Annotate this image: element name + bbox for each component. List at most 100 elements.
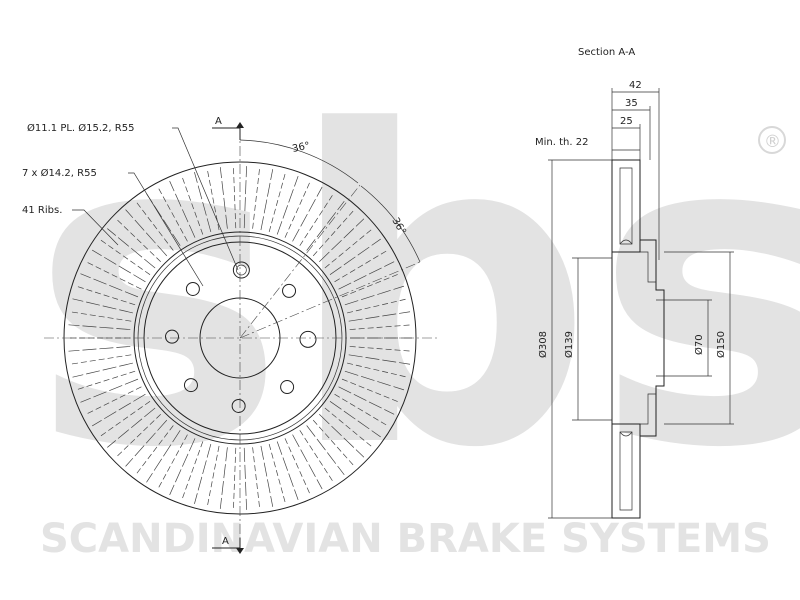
section-title: Section A-A (578, 47, 635, 58)
bolt-hole (231, 398, 246, 413)
rib-line (344, 370, 405, 391)
bolt-hole (282, 283, 297, 298)
rib-line (284, 438, 311, 496)
rib-line (219, 447, 228, 509)
dim-width-total: 42 (629, 80, 642, 91)
dim-width-mid: 35 (625, 98, 638, 109)
front-view: 36° 36° A A Ø11.1 PL. Ø15.2, R55 7 x Ø14… (22, 116, 440, 554)
rib-line (69, 311, 132, 322)
section-marker-bottom: A (222, 536, 229, 547)
rib-line (219, 167, 228, 229)
rib-line (135, 425, 174, 476)
rib-line (284, 180, 311, 238)
rib-line (72, 298, 133, 314)
bolt-hole (183, 378, 198, 393)
bolt-hole (165, 329, 180, 344)
rib-line (292, 434, 323, 490)
rib-line (125, 419, 168, 467)
rib-line (115, 218, 161, 262)
rib-line (334, 393, 389, 427)
bolt-hole (185, 281, 200, 296)
rib-line (349, 324, 412, 330)
rib-line (276, 176, 299, 235)
dim-dia-outer: Ø308 (537, 331, 549, 358)
rib-line (69, 354, 132, 365)
section-view: Section A-A Min. th. 22 42 35 25 (535, 47, 734, 519)
rib-line (306, 200, 345, 251)
rib-line (135, 200, 174, 251)
rib-line (347, 298, 408, 314)
rib-line (324, 228, 373, 269)
registered-mark-circle (758, 126, 786, 154)
rib-line (324, 407, 373, 448)
rib-line (268, 172, 286, 233)
rib-line (341, 378, 400, 403)
rib-line (233, 447, 237, 510)
rib-line (80, 378, 139, 403)
callout-ribs: 41 Ribs. (22, 205, 62, 216)
rib-line (292, 186, 323, 242)
company-name-watermark: SCANDINAVIAN BRAKE SYSTEMS (40, 516, 771, 562)
sbs-logo-watermark: sbs (30, 42, 800, 542)
diameter-dimensions (548, 159, 734, 519)
bolt-hole (232, 261, 250, 279)
section-marker-top: A (215, 116, 222, 127)
min-thickness-label: Min. th. 22 (535, 137, 588, 148)
rib-line (75, 285, 136, 306)
rib-line (252, 447, 261, 509)
leader-ribs (72, 209, 119, 246)
rib-line (157, 186, 188, 242)
callout-stud-holes: 7 x Ø14.2, R55 (22, 167, 97, 179)
rib-line (268, 443, 286, 504)
rib-line (91, 393, 146, 427)
dim-dia-inner: Ø139 (563, 331, 575, 358)
rib-line (68, 324, 131, 330)
rib-line (349, 346, 412, 352)
rib-line (72, 362, 133, 378)
rib-line (252, 167, 261, 229)
rib-line (348, 354, 411, 365)
rib-line (338, 261, 395, 290)
bolt-hole (280, 380, 295, 395)
rib-line (334, 249, 389, 283)
rib-line (299, 193, 334, 246)
rib-line (181, 176, 204, 235)
bolt-hole-inner (236, 264, 247, 276)
rib-line (85, 261, 142, 290)
watermark: sbs ® SCANDINAVIAN BRAKE SYSTEMS (30, 42, 800, 562)
rib-line (194, 172, 212, 233)
section-arrow-top (236, 122, 244, 128)
rib-line (91, 249, 146, 283)
rib-line (80, 273, 139, 298)
leader-stud-holes (128, 172, 204, 287)
rib-line (260, 169, 274, 231)
rib-line (329, 238, 381, 276)
rib-line (194, 443, 212, 504)
rib-line (348, 311, 411, 322)
rib-line (319, 218, 365, 262)
rib-line (107, 407, 156, 448)
angle-center-line-1 (239, 184, 361, 339)
dim-width-disc: 25 (620, 116, 633, 127)
rib-line (233, 166, 237, 229)
bolt-holes (165, 261, 317, 413)
angle-arc-2 (360, 185, 421, 263)
rib-line (312, 419, 355, 467)
rib-line (85, 386, 142, 415)
rib-line (115, 414, 161, 458)
rib-line (243, 166, 247, 229)
rib-line (181, 441, 204, 500)
rib-line (243, 447, 247, 510)
rib-line (312, 209, 355, 257)
rib-line (169, 180, 196, 238)
rib-line (306, 425, 345, 476)
rib-line (157, 434, 188, 490)
rib-line (107, 228, 156, 269)
callout-mounting-holes: Ø11.1 PL. Ø15.2, R55 (27, 122, 134, 134)
angle-label-1: 36° (291, 140, 311, 154)
rib-line (99, 400, 151, 438)
rib-line (338, 386, 395, 415)
rib-line (276, 441, 299, 500)
rib-line (169, 438, 196, 496)
